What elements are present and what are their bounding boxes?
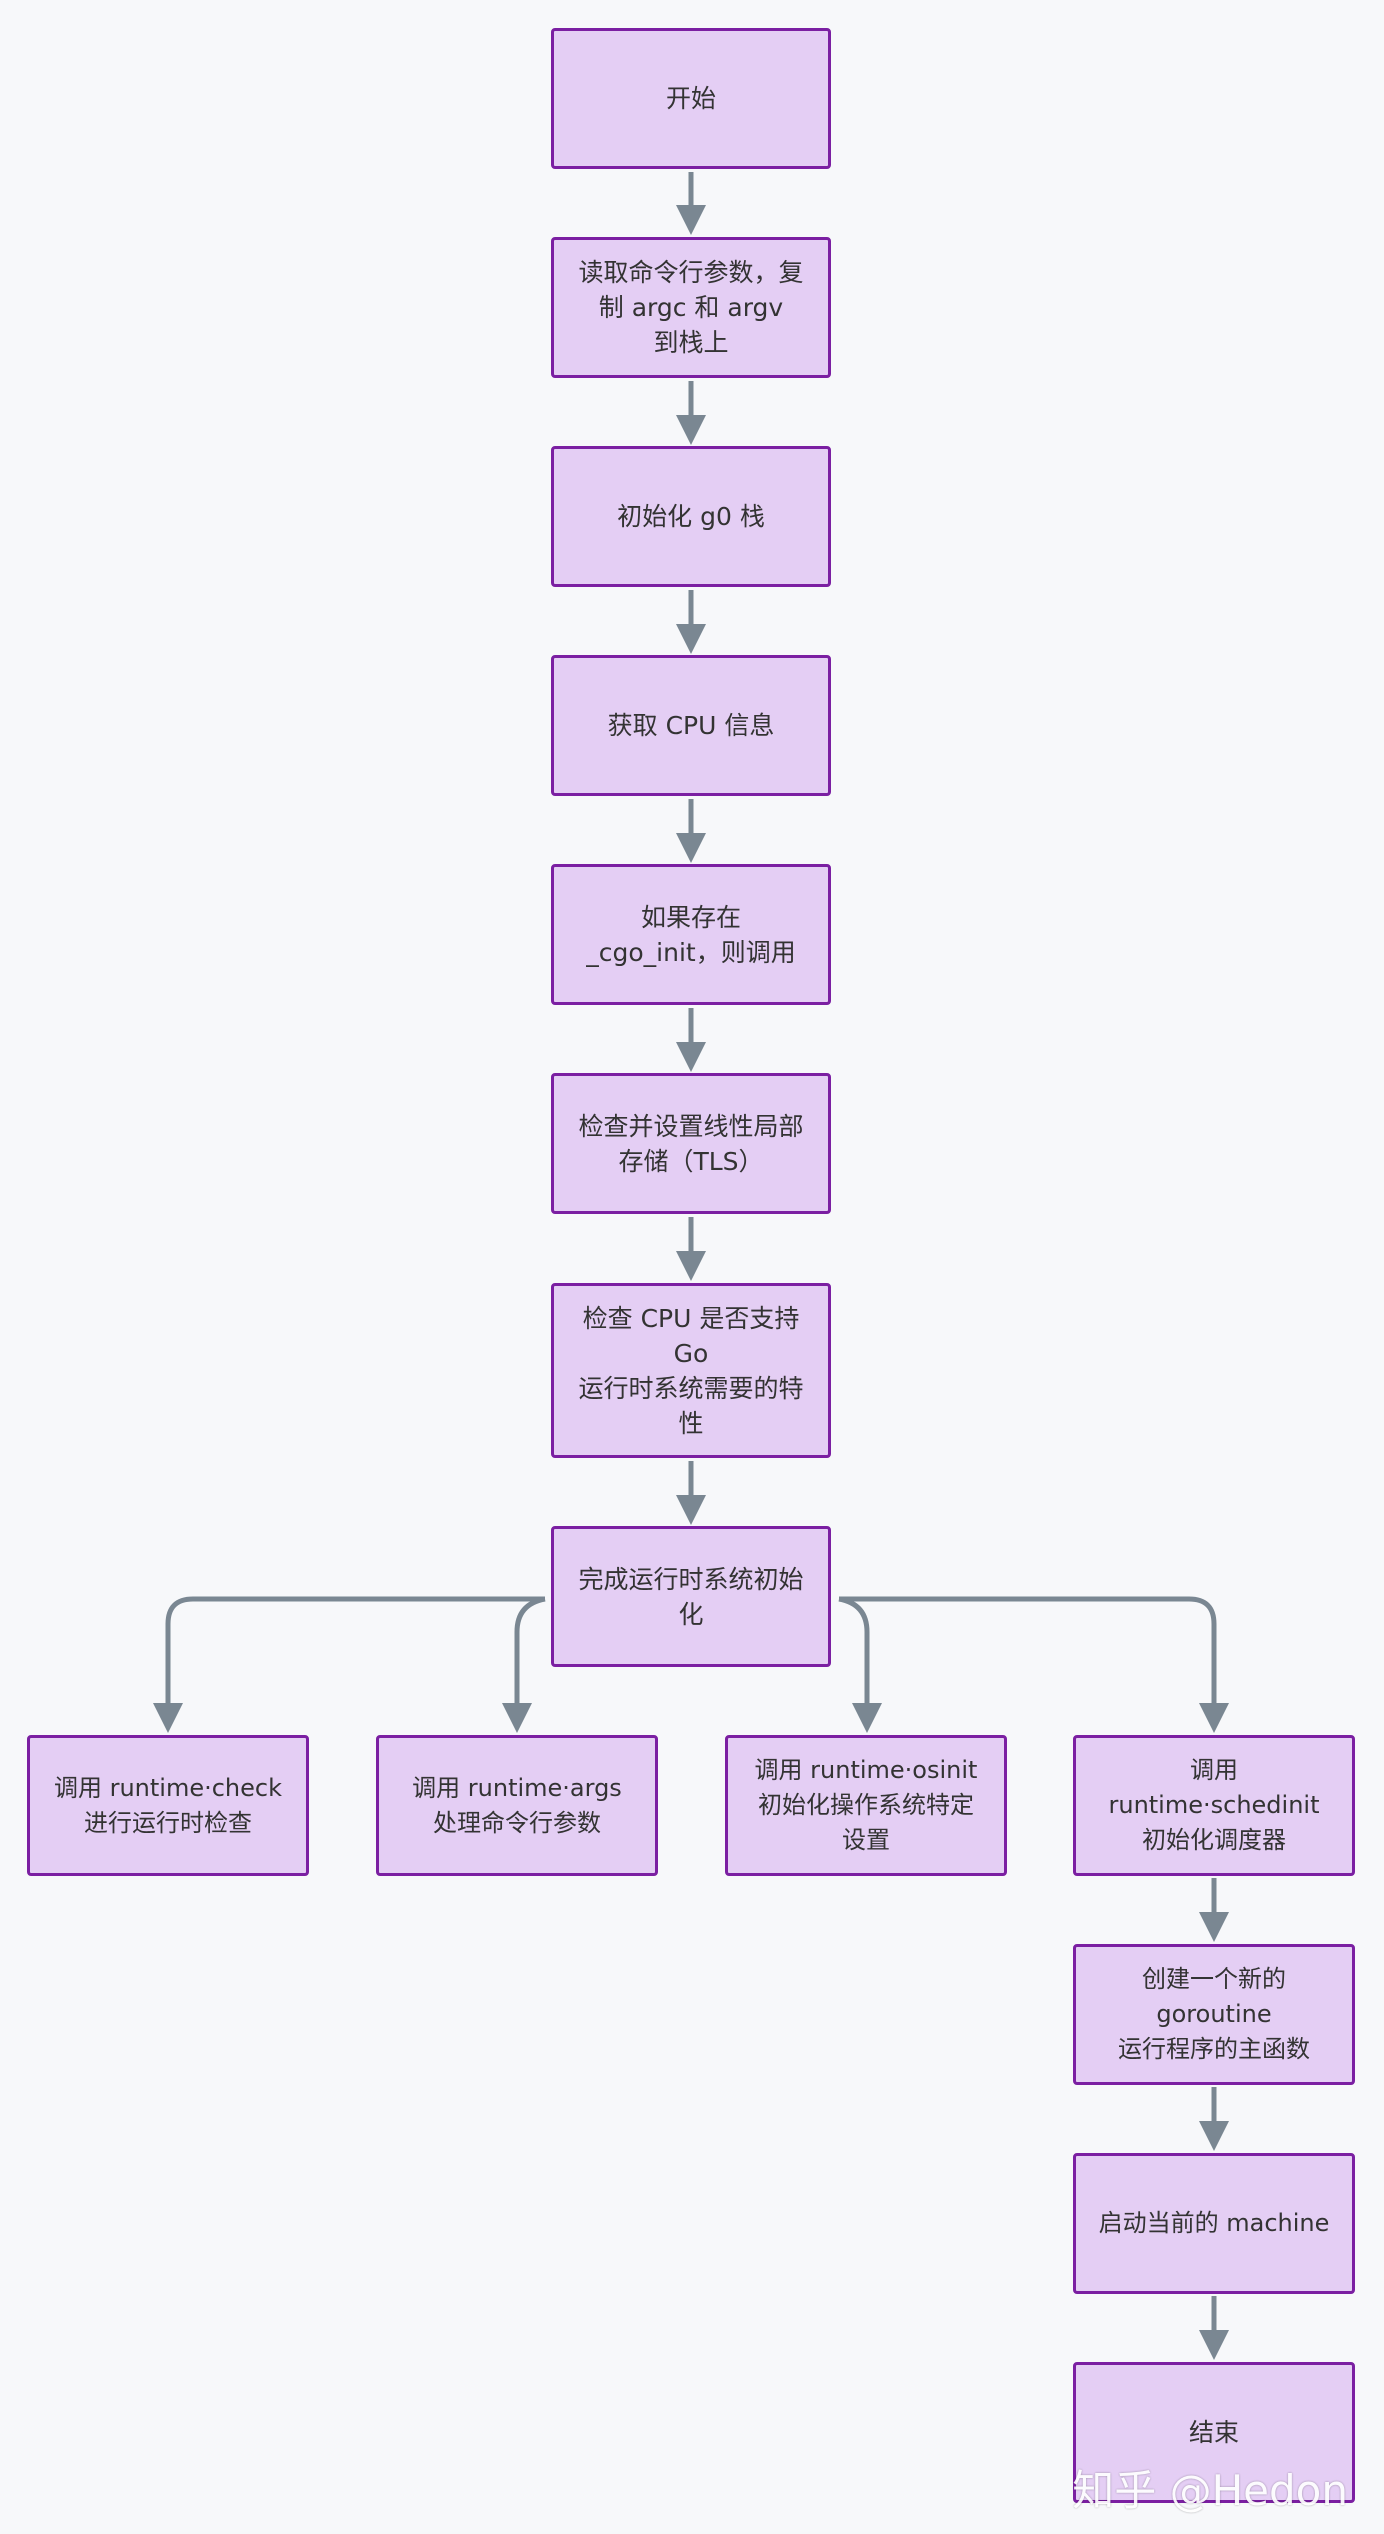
- node-tls: 检查并设置线性局部 存储（TLS）: [551, 1073, 831, 1214]
- node-read-args: 读取命令行参数，复 制 argc 和 argv 到栈上: [551, 237, 831, 378]
- node-cpu-check: 检查 CPU 是否支持 Go 运行时系统需要的特 性: [551, 1283, 831, 1458]
- node-init-g0: 初始化 g0 栈: [551, 446, 831, 587]
- edge-runtime-init-to-rt-schedinit: [839, 1596, 1229, 1733]
- node-rt-check: 调用 runtime·check 进行运行时检查: [27, 1735, 309, 1876]
- node-start: 开始: [551, 28, 831, 169]
- edge-runtime-init-to-rt-check: [153, 1596, 545, 1733]
- node-end: 结束: [1073, 2362, 1355, 2503]
- node-rt-schedinit: 调用 runtime·schedinit 初始化调度器: [1073, 1735, 1355, 1876]
- node-cpu-info: 获取 CPU 信息: [551, 655, 831, 796]
- node-rt-args: 调用 runtime·args 处理命令行参数: [376, 1735, 658, 1876]
- node-mstart: 启动当前的 machine: [1073, 2153, 1355, 2294]
- node-rt-osinit: 调用 runtime·osinit 初始化操作系统特定 设置: [725, 1735, 1007, 1876]
- watermark: 知乎 @Hedon: [1072, 2466, 1348, 2515]
- edge-runtime-init-to-rt-osinit: [838, 1596, 882, 1733]
- node-runtime-init: 完成运行时系统初始 化: [551, 1526, 831, 1667]
- node-cgo-init: 如果存在 _cgo_init，则调用: [551, 864, 831, 1005]
- node-new-goroutine: 创建一个新的 goroutine 运行程序的主函数: [1073, 1944, 1355, 2085]
- edge-runtime-init-to-rt-args: [502, 1596, 546, 1733]
